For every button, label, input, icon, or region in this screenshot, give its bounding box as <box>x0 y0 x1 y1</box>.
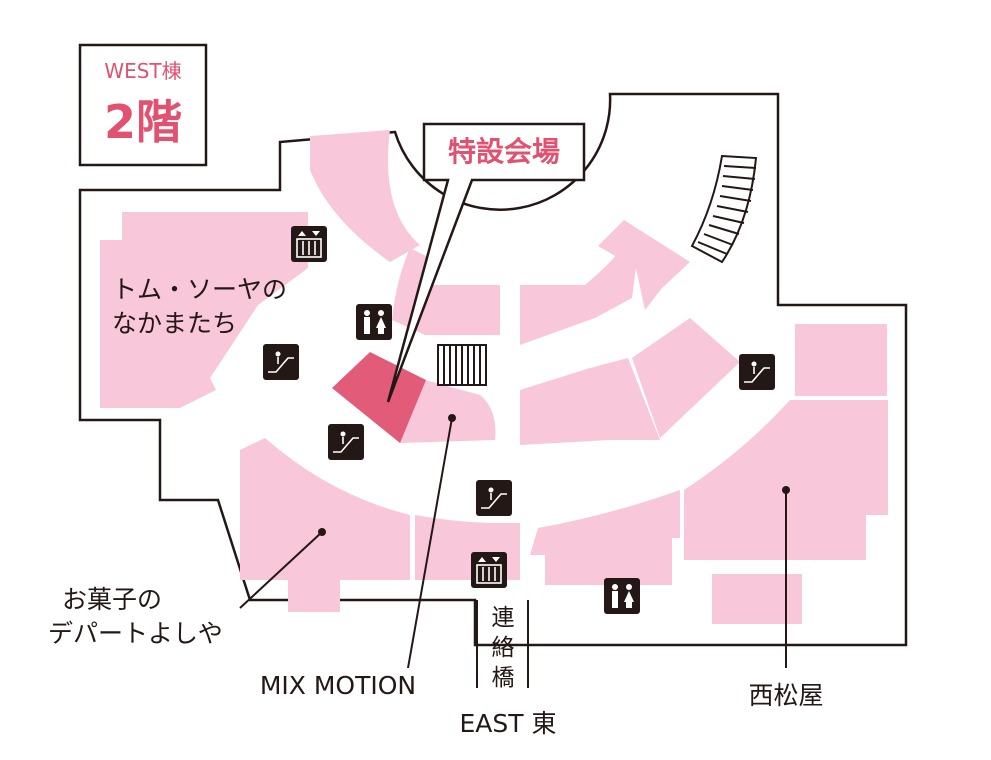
restroom-icon <box>356 304 392 340</box>
shop-label-okashi-line2: デパートよしや <box>48 619 223 648</box>
escalator-icon <box>328 424 364 460</box>
shop-center-north[interactable] <box>520 250 636 345</box>
shop-mix-motion-area[interactable] <box>400 380 496 443</box>
shop-tom-sawyer-area[interactable] <box>100 212 308 408</box>
shop-north-right-1[interactable] <box>598 220 690 310</box>
shop-center-east-2[interactable] <box>632 318 740 438</box>
building-label: WEST棟 <box>104 59 181 83</box>
shop-south-east-small[interactable] <box>712 574 802 624</box>
escalator-icon <box>263 344 299 380</box>
shop-north-left-1[interactable] <box>310 130 420 262</box>
special-venue-label: 特設会場 <box>448 135 560 168</box>
special-venue-area[interactable] <box>332 352 426 443</box>
connecting-bridge <box>476 600 529 688</box>
escalator-icon <box>476 480 512 516</box>
shop-east-upper[interactable] <box>795 324 887 396</box>
special-venue-callout: 特設会場 <box>386 122 586 403</box>
elevator-icon <box>291 226 327 262</box>
shop-label-mix-motion: MIX MOTION <box>260 671 416 700</box>
bridge-label-char-3: 橋 <box>492 665 515 691</box>
bridge-label-char-2: 絡 <box>492 635 515 661</box>
stairs-icon <box>690 154 758 264</box>
restroom-icon <box>604 578 640 614</box>
shop-center-east-1[interactable] <box>520 358 660 445</box>
shop-south-east[interactable] <box>530 490 680 585</box>
shop-label-nishimatsuya: 西松屋 <box>748 681 823 710</box>
bridge-label-char-1: 連 <box>492 605 515 631</box>
floor-level-label: 2階 <box>104 95 182 149</box>
leader-lines <box>239 414 790 669</box>
elevator-icon <box>471 552 507 588</box>
escalator-icon <box>739 354 775 390</box>
shop-label-tom-sawyer-line1: トム・ソーヤの <box>112 275 287 304</box>
east-wing-label: EAST 東 <box>460 709 557 738</box>
shop-label-okashi-line1: お菓子の <box>62 585 162 614</box>
shop-label-tom-sawyer-line2: なかまたち <box>112 309 237 338</box>
stairs-icon <box>437 344 487 386</box>
floor-indicator: WEST棟 2階 <box>78 43 208 167</box>
shop-nishimatsuya-area[interactable] <box>684 400 888 560</box>
